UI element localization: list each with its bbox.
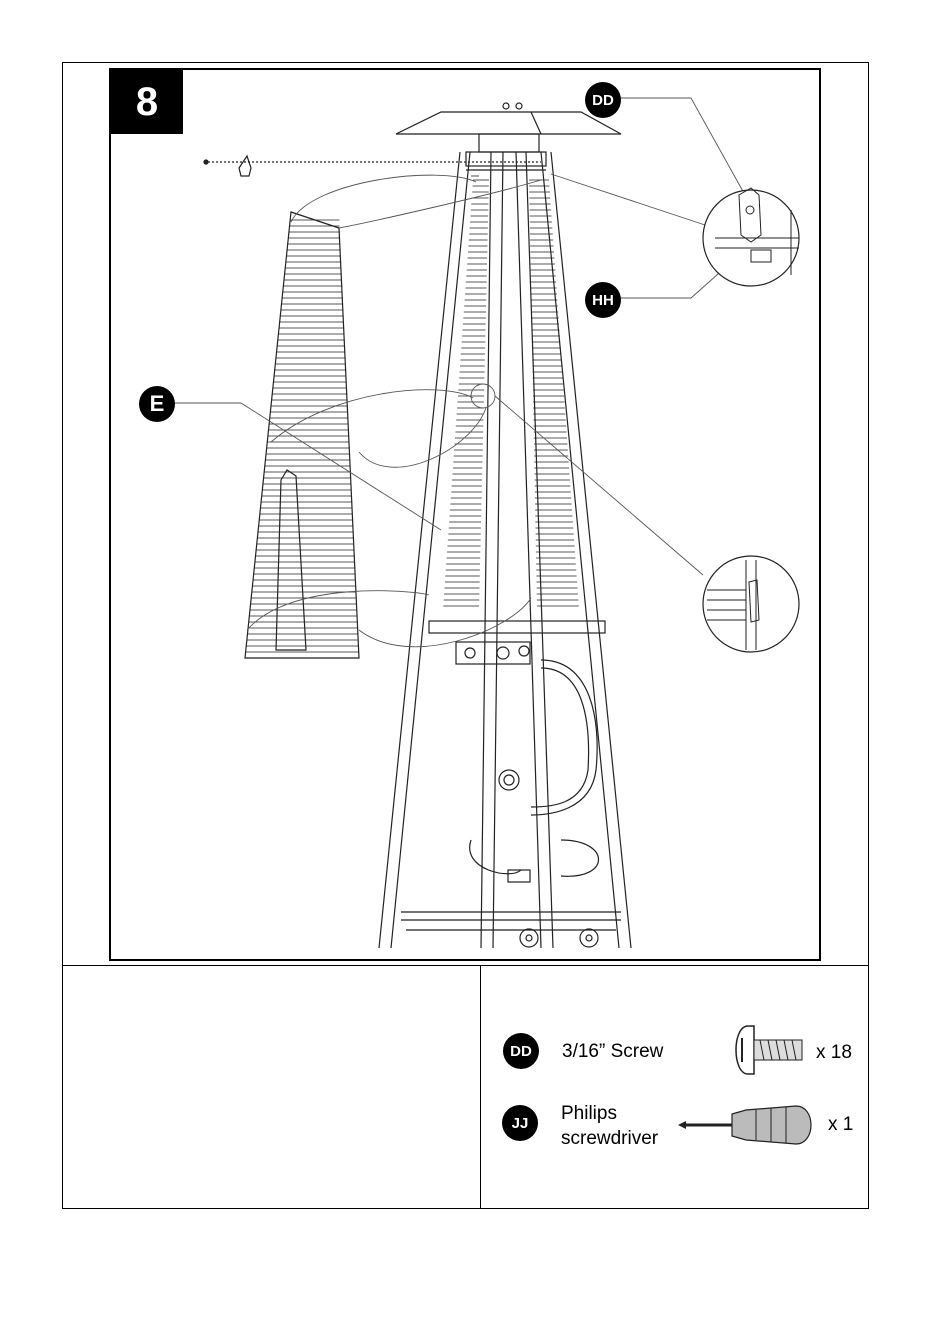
hardware-code-dd: DD [503, 1033, 539, 1069]
instructions-text-area [64, 967, 478, 1207]
hardware-qty-screwdriver: x 1 [828, 1114, 853, 1136]
reflector-hood [396, 112, 621, 134]
callout-hh: HH [585, 282, 621, 318]
gas-hose [531, 660, 597, 815]
screwdriver-icon [676, 1100, 826, 1150]
callout-dd-label: DD [592, 92, 614, 109]
callout-dd: DD [585, 82, 621, 118]
assembly-figure: 8 [109, 68, 821, 961]
detached-screen-panel [245, 212, 359, 658]
wheel-right [580, 929, 598, 947]
hardware-name-screw: 3/16” Screw [562, 1040, 663, 1063]
section-divider-vertical [480, 965, 481, 1209]
heater-assembly-drawing [111, 70, 821, 961]
right-screen-slats [529, 180, 579, 606]
callout-hh-label: HH [592, 292, 614, 309]
screw-drop [239, 156, 251, 176]
hood-neck [479, 134, 539, 152]
hardware-name-screwdriver-line2: screwdriver [561, 1127, 658, 1150]
hardware-code-jj-label: JJ [512, 1115, 529, 1132]
screw-icon [730, 1018, 810, 1082]
detail-clip-circle [703, 556, 799, 652]
hardware-code-dd-label: DD [510, 1043, 532, 1060]
hardware-qty-screw: x 18 [816, 1042, 852, 1064]
callout-e-label: E [150, 391, 165, 417]
callout-e: E [139, 386, 175, 422]
regulator [499, 770, 519, 790]
wheel-left [520, 929, 538, 947]
section-divider-horizontal [62, 965, 869, 966]
hardware-name-screwdriver-line1: Philips [561, 1102, 617, 1125]
hardware-code-jj: JJ [502, 1105, 538, 1141]
